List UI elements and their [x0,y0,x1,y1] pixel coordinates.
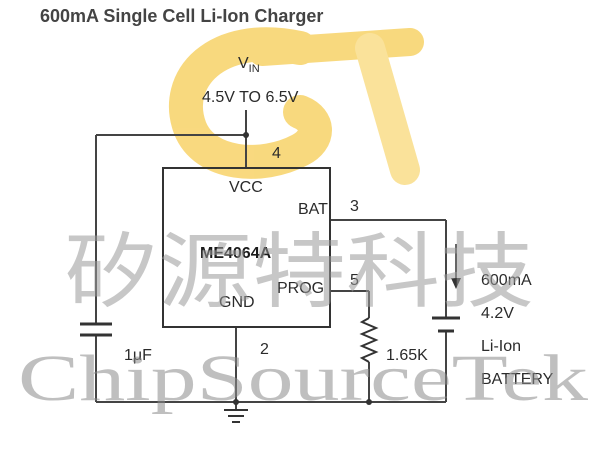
pin-gnd-label: GND [219,294,255,311]
chip-name: ME4064A [200,245,272,262]
pin-prog-number: 5 [350,272,359,289]
watermark-chinese: 矽源特科技 [64,225,534,320]
ic-chip [162,167,331,328]
battery-current: 600mA [481,272,532,289]
battery-chemistry: Li-Ion [481,338,521,355]
capacitor-symbol [80,322,112,337]
resistor-symbol [359,317,379,363]
resistor-value: 1.65K [386,347,428,364]
vin-range-label: 4.5V TO 6.5V [202,89,299,106]
pin-vcc-number: 4 [272,145,281,162]
battery-symbol [432,316,460,333]
pin-gnd-number: 2 [260,341,269,358]
watermark-english: ChipSourceTek [18,342,588,415]
vin-label: VIN [238,55,260,75]
battery-type: BATTERY [481,371,554,388]
junction-dots [233,132,372,405]
pin-prog-label: PROG [277,280,324,297]
battery-voltage: 4.2V [481,305,514,322]
chipsourcetek-logo [169,27,424,185]
pin-vcc-label: VCC [229,179,263,196]
capacitor-value: 1μF [124,347,152,364]
diagram-title: 600mA Single Cell Li-Ion Charger [40,6,323,26]
pin-bat-number: 3 [350,198,359,215]
circuit-wires [95,117,447,410]
ground-symbol [224,409,248,423]
charge-current-arrow [451,244,461,289]
pin-bat-label: BAT [298,201,328,218]
